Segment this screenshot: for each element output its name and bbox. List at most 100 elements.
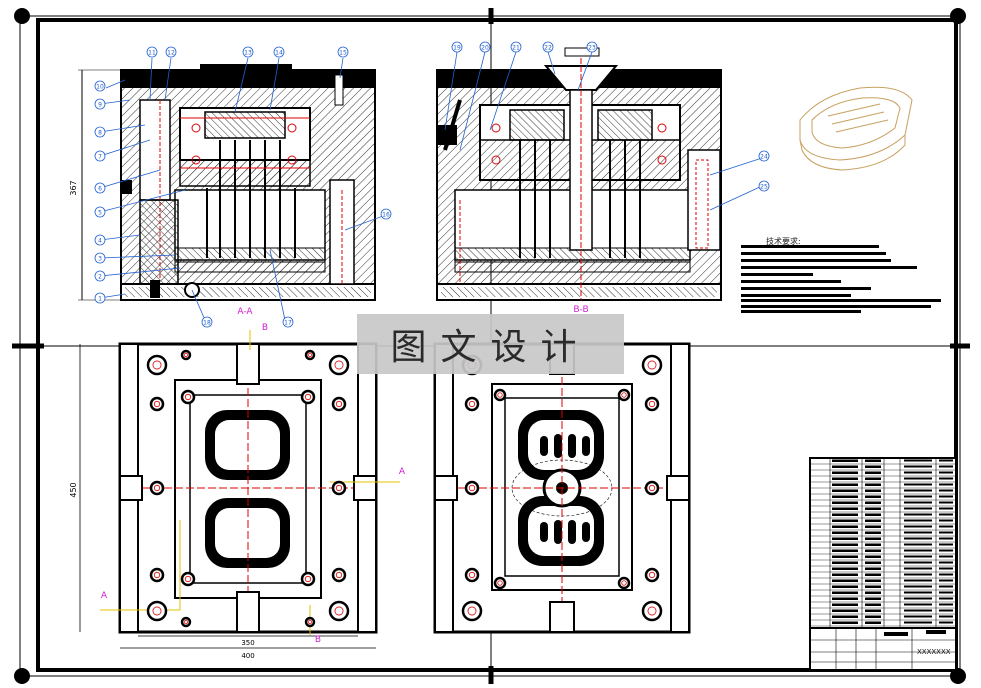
bolt-hole bbox=[149, 396, 165, 412]
bolt-hole bbox=[180, 571, 196, 587]
bolt-hole bbox=[641, 354, 663, 376]
dim-width-outer: 400 bbox=[241, 652, 254, 660]
bolt-hole bbox=[300, 389, 316, 405]
balloon-circle bbox=[94, 98, 106, 110]
cut-letter-a: A bbox=[101, 591, 108, 601]
dim-height: 367 bbox=[69, 180, 78, 195]
title-block bbox=[809, 627, 957, 671]
product-isometric bbox=[799, 86, 913, 171]
balloon-circle bbox=[146, 46, 158, 58]
bolt-hole bbox=[331, 480, 347, 496]
bolt-hole bbox=[149, 480, 165, 496]
balloon-number: 18 bbox=[203, 320, 211, 327]
balloon-number: 7 bbox=[98, 154, 102, 161]
bolt-hole bbox=[464, 567, 480, 583]
bolt-hole bbox=[328, 354, 350, 376]
balloon-circle bbox=[94, 270, 106, 282]
section-view-aa: 367 bbox=[69, 64, 376, 301]
bolt-hole bbox=[146, 600, 168, 622]
balloon-circle bbox=[273, 46, 285, 58]
balloon-number: 5 bbox=[98, 210, 102, 217]
balloon-number: 9 bbox=[98, 102, 102, 109]
balloon-number: 22 bbox=[544, 45, 552, 52]
section-view-bb bbox=[436, 47, 722, 301]
balloon-circle bbox=[242, 46, 254, 58]
watermark-text: 图文设计 bbox=[390, 327, 591, 368]
bolt-hole bbox=[644, 567, 660, 583]
cut-letter-b: B bbox=[262, 323, 268, 333]
bolt-hole bbox=[644, 396, 660, 412]
bolt-hole bbox=[493, 576, 507, 590]
dim-depth: 450 bbox=[69, 482, 78, 497]
balloon-circle bbox=[758, 180, 770, 192]
balloon-number: 17 bbox=[284, 320, 292, 327]
balloon-circle bbox=[94, 206, 106, 218]
balloon-number: 12 bbox=[167, 50, 175, 57]
balloon-number: 21 bbox=[512, 45, 520, 52]
bolt-hole bbox=[617, 576, 631, 590]
bolt-hole bbox=[180, 389, 196, 405]
balloon-number: 3 bbox=[98, 256, 102, 263]
tech-requirements-lines bbox=[741, 245, 941, 313]
bolt-hole bbox=[641, 600, 663, 622]
bolt-hole bbox=[180, 616, 192, 628]
balloon-circle bbox=[586, 41, 598, 53]
bolt-hole bbox=[328, 600, 350, 622]
cut-letter-b: B bbox=[315, 635, 321, 645]
balloon-circle bbox=[94, 292, 106, 304]
balloon-circle bbox=[94, 126, 106, 138]
balloon-circle bbox=[542, 41, 554, 53]
balloon-number: 10 bbox=[96, 84, 104, 91]
plan-view-moving-half: 450 350 400 A A B B bbox=[69, 323, 406, 660]
balloon-number: 19 bbox=[453, 45, 461, 52]
balloon-circle bbox=[94, 234, 106, 246]
bolt-hole bbox=[146, 354, 168, 376]
bolt-hole bbox=[464, 480, 480, 496]
balloon-number: 13 bbox=[244, 50, 252, 57]
balloon-circle bbox=[510, 41, 522, 53]
balloon-circle bbox=[94, 80, 106, 92]
bolt-hole bbox=[149, 567, 165, 583]
balloon-leaders bbox=[99, 51, 763, 321]
bolt-hole bbox=[331, 567, 347, 583]
bolt-hole bbox=[493, 388, 507, 402]
bolt-hole bbox=[644, 480, 660, 496]
balloon-circle bbox=[451, 41, 463, 53]
balloon-number: 23 bbox=[588, 45, 596, 52]
bolt-hole bbox=[304, 349, 316, 361]
balloon-number: 24 bbox=[760, 154, 768, 161]
section-label-bb: B-B bbox=[573, 305, 588, 315]
balloon-number: 14 bbox=[275, 50, 283, 57]
balloon-number: 8 bbox=[98, 130, 102, 137]
balloon-number: 15 bbox=[339, 50, 347, 57]
balloon-circle bbox=[479, 41, 491, 53]
bolt-hole bbox=[461, 600, 483, 622]
parts-list-rows bbox=[810, 459, 956, 627]
balloon-number: 2 bbox=[98, 274, 102, 281]
balloon-number: 16 bbox=[382, 212, 390, 219]
balloon-circle bbox=[380, 208, 392, 220]
bolt-hole bbox=[464, 396, 480, 412]
bolt-hole bbox=[300, 571, 316, 587]
balloon-number: 1 bbox=[98, 296, 102, 303]
bolt-holes-left bbox=[146, 349, 350, 628]
bolt-hole bbox=[331, 396, 347, 412]
drawing-number: XXXXXXX bbox=[917, 648, 951, 656]
bolt-hole bbox=[304, 616, 316, 628]
bolt-hole bbox=[180, 349, 192, 361]
balloon-number: 11 bbox=[148, 50, 156, 57]
balloon-circle bbox=[201, 316, 213, 328]
balloon-circle bbox=[94, 150, 106, 162]
bolt-hole bbox=[617, 388, 631, 402]
section-label-aa: A-A bbox=[237, 307, 253, 317]
dim-width-inner: 350 bbox=[241, 639, 254, 647]
tech-requirements-title: 技术要求: bbox=[766, 237, 801, 246]
balloon-circle bbox=[758, 150, 770, 162]
balloon-circle bbox=[94, 182, 106, 194]
watermark-banner: 图文设计 bbox=[357, 314, 624, 374]
balloon-circle bbox=[282, 316, 294, 328]
balloon-number: 4 bbox=[98, 238, 102, 245]
